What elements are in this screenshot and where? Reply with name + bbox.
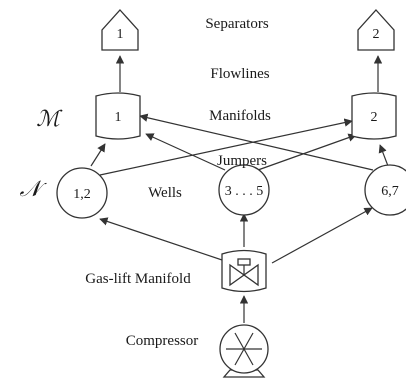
manifold-1: 1 [95, 92, 141, 140]
gas-lift-manifold-node [221, 249, 267, 293]
jumpers-label: Jumpers [217, 153, 267, 169]
separator-2: 2 [357, 9, 395, 51]
well-node-1: 1,2 [56, 167, 108, 219]
compressor-icon [226, 332, 262, 366]
well-node-2-label: 3 . . . 5 [225, 184, 264, 199]
gaslift-edge-w67 [271, 207, 373, 264]
well-set-symbol: 𝒩 [19, 177, 47, 202]
manifold-2-label: 2 [371, 110, 378, 125]
well-node-1-label: 1,2 [73, 187, 91, 202]
gas-lift-manifold-label: Gas-lift Manifold [85, 271, 191, 287]
jumper-edge-w35-m1 [145, 133, 226, 171]
separator-2-label: 2 [373, 27, 380, 42]
well-node-3-label: 6,7 [381, 184, 399, 199]
compressor-node [219, 324, 269, 378]
separator-1-label: 1 [117, 27, 124, 42]
manifolds-label: Manifolds [209, 108, 271, 124]
separator-1: 1 [101, 9, 139, 51]
well-node-3: 6,7 [364, 164, 406, 216]
wells-label: Wells [148, 185, 182, 201]
manifold-2: 2 [351, 92, 397, 140]
well-node-2: 3 . . . 5 [218, 164, 270, 216]
manifold-set-symbol: ℳ [36, 107, 63, 132]
jumper-edge-w35-m2 [257, 133, 357, 171]
jumper-edge-w67-m2 [378, 144, 389, 167]
jumper-edge-w12-m1 [90, 143, 106, 167]
separators-label: Separators [205, 16, 268, 32]
manifold-1-label: 1 [115, 110, 122, 125]
jumper-edge-w12-m2 [99, 118, 353, 176]
flowlines-label: Flowlines [210, 66, 269, 82]
gaslift-edge-w12 [99, 217, 232, 264]
compressor-label: Compressor [126, 333, 199, 349]
jumper-edge-w67-m1 [139, 113, 374, 171]
valve-icon [229, 258, 259, 287]
